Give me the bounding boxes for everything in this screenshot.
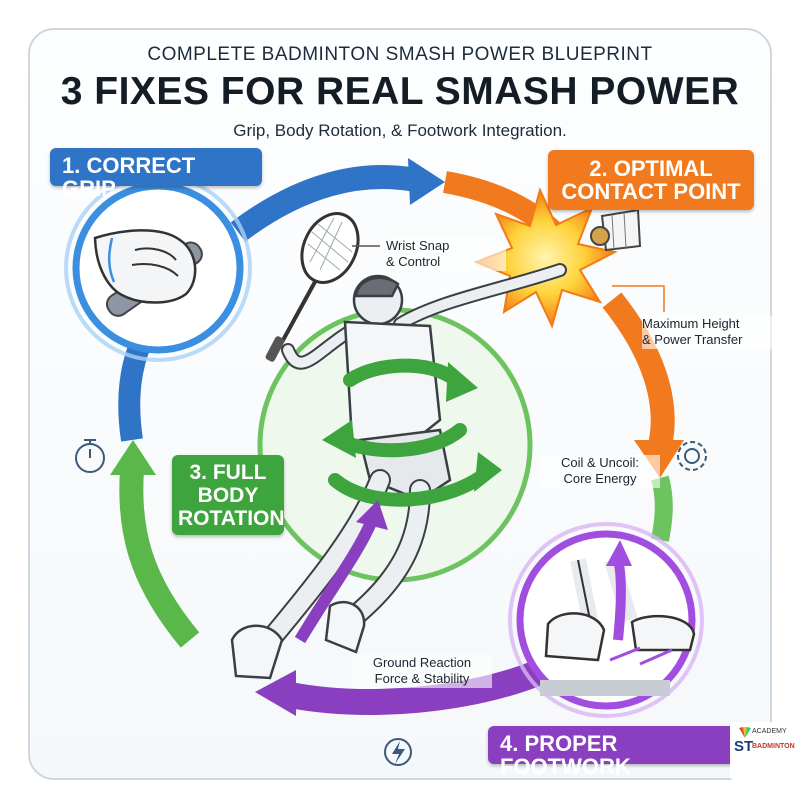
- grip-to-contact-arrow: [230, 165, 418, 242]
- note-coil-line-1: Coil & Uncoil:: [560, 455, 640, 470]
- step-rotation-label-1: 3. FULL: [189, 461, 267, 484]
- grip-to-contact-arrowhead: [408, 158, 445, 205]
- step-rotation-banner: 3. FULL BODY ROTATION: [172, 455, 285, 535]
- floor-strip: [540, 680, 670, 696]
- logo-mark-text: ST: [734, 738, 754, 755]
- note-max-height: Maximum Height & Power Transfer: [642, 316, 782, 349]
- step-grip-label: 1. CORRECT GRIP: [62, 153, 196, 202]
- step-contact-label-2: CONTACT POINT: [561, 179, 741, 205]
- note-wrist-snap: Wrist Snap & Control: [386, 238, 506, 271]
- step-footwork-label: 4. PROPER FOOTWORK: [500, 731, 631, 780]
- page-title: 3 FIXES FOR REAL SMASH POWER: [60, 70, 740, 113]
- academy-logo: ACADEMY ST BADMINTON: [730, 722, 795, 780]
- gripping-hand-icon: [93, 229, 203, 317]
- page-subtitle: Grip, Body Rotation, & Footwork Integrat…: [233, 121, 567, 140]
- step-footwork-banner: 4. PROPER FOOTWORK: [488, 726, 736, 778]
- page-supertitle: COMPLETE BADMINTON SMASH POWER BLUEPRINT: [147, 44, 653, 65]
- note-wrist-line-2: & Control: [386, 254, 441, 270]
- note-wrist-line-1: Wrist Snap: [386, 238, 450, 253]
- note-ground-line-1: Ground Reaction: [372, 655, 472, 670]
- note-ground-line-2: Force & Stability: [374, 671, 470, 687]
- logo-fan-icon: [739, 727, 751, 738]
- step-rotation-label-2: BODY: [197, 484, 259, 508]
- shuttlecock-icon: [590, 208, 642, 252]
- contact-to-footwork-arrow: [602, 292, 675, 448]
- rotation-to-grip-arrowhead: [110, 440, 156, 475]
- rotation-to-grip-arrow: [119, 469, 200, 648]
- logo-bottom-text: BADMINTON: [752, 743, 795, 750]
- note-max-line-2: & Power Transfer: [642, 332, 743, 348]
- footwork-to-rotation-arrowhead: [255, 670, 296, 716]
- racket-icon: [265, 212, 360, 362]
- footwork-to-rotation-arrow: [287, 659, 545, 715]
- note-ground-reaction: Ground Reaction Force & Stability: [352, 655, 492, 688]
- footwork-circle: [516, 530, 696, 710]
- gear-icon: [677, 441, 707, 471]
- step-contact-banner: 2. OPTIMAL CONTACT POINT: [548, 150, 754, 210]
- note-coil: Coil & Uncoil: Core Energy: [540, 455, 660, 488]
- footwork-right-arc: [651, 475, 673, 542]
- grip-left-arc: [118, 340, 151, 442]
- footwork-shoes-icon: [544, 557, 696, 662]
- max-height-leader: [612, 285, 665, 312]
- step-grip-banner: 1. CORRECT GRIP: [50, 148, 262, 200]
- lightning-icon: [384, 738, 412, 766]
- step-rotation-label-3: ROTATION: [178, 507, 285, 531]
- stopwatch-icon: [75, 439, 105, 473]
- note-coil-line-2: Core Energy: [563, 471, 637, 487]
- step-contact-label-1: 2. OPTIMAL: [589, 156, 713, 181]
- logo-top-text: ACADEMY: [752, 728, 787, 735]
- note-max-line-1: Maximum Height: [642, 316, 740, 331]
- leg-power-arrow: [294, 517, 378, 644]
